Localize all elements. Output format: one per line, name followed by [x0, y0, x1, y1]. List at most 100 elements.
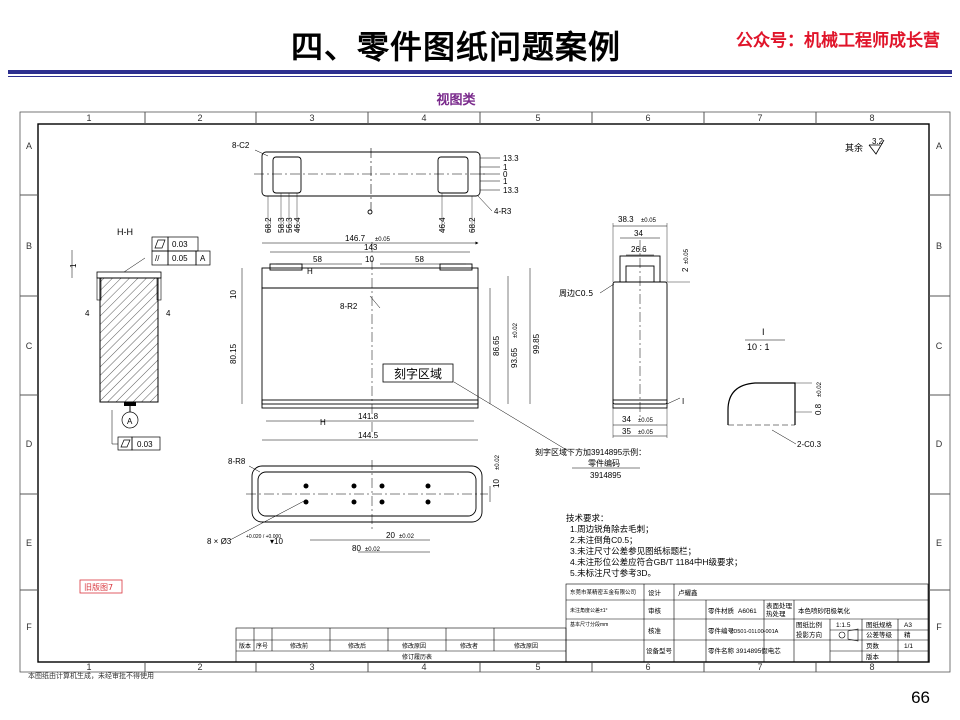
dim-text: 34	[634, 229, 643, 238]
size-value: A3	[904, 622, 912, 629]
grid-col-label: 1	[86, 113, 91, 123]
red-stamp: 旧版图7	[79, 579, 123, 594]
detail-scale: 10 : 1	[747, 342, 770, 352]
grid-row-label: F	[936, 622, 942, 632]
grid-row-label: F	[26, 622, 32, 632]
tb-label: 图纸规格	[866, 620, 893, 629]
dim-text: 68.2	[264, 217, 273, 233]
dim-text: 10	[365, 255, 374, 264]
bottom-view-dims: 8-R8 8 × Ø3 +0.020 / +0.000 ▾10 10 ±0.02…	[207, 454, 501, 553]
radius-label: 8-R2	[340, 302, 358, 311]
side-view-dims: 38.3 ±0.05 34 26.6 2 ±0.05 周边C0.5 34 ±0.…	[559, 215, 690, 436]
dim-text: 56.3	[285, 217, 294, 233]
grid-row-label: D	[26, 439, 33, 449]
designer-name: 卢耀鑫	[678, 588, 698, 597]
dim-text: 0.8	[814, 403, 823, 415]
tb-label: 版本	[866, 652, 880, 661]
revision-table-text: 版本 序号 修改前 修改后 修改原因 修改者 修改原因 修订履历表	[239, 642, 538, 661]
section-view: H-H 0.03 // 0.05 A A 0.03 4 4 1	[69, 227, 211, 451]
dim-text: 0	[503, 170, 508, 179]
datum-ref: A	[200, 254, 206, 263]
grid-row-label: C	[936, 341, 943, 351]
grid-col-label: 8	[869, 662, 874, 672]
grid-col-label: 1	[86, 662, 91, 672]
hole-tolerance: +0.020 / +0.000	[246, 534, 281, 540]
radius-label: 4-R3	[494, 207, 512, 216]
dim-text: 58.3	[277, 217, 286, 233]
grid-row-label: B	[26, 241, 32, 251]
engrave-note-line: 零件编码	[588, 458, 620, 468]
dim-text: 143	[364, 243, 378, 252]
title-rule-thin	[8, 76, 952, 77]
dim-text: 20	[386, 531, 395, 540]
section-title: H-H	[117, 227, 133, 237]
dim-text: 35	[622, 427, 631, 436]
hole	[379, 483, 385, 489]
rev-header: 修改者	[460, 642, 478, 650]
dim-text: 80.15	[229, 343, 238, 364]
roughness-label: 其余	[845, 142, 863, 154]
part-name: 3914895假电芯	[736, 646, 781, 655]
tb-label: 表面处理	[766, 601, 793, 610]
bottom-holes	[303, 483, 431, 505]
dim-text: 10	[229, 290, 238, 299]
dim-tolerance: ±0.05	[641, 218, 657, 224]
grid-col-label: 6	[645, 113, 650, 123]
engineering-drawing: 1 2 3 4 5 6 7 8 1 2 3 4 5 6 7 8 A B C D …	[0, 108, 960, 680]
material-value: A6061	[738, 608, 757, 615]
dim-text: 13.3	[503, 154, 519, 163]
top-view	[254, 148, 500, 232]
drawing-frame	[19, 111, 951, 673]
grid-col-label: 2	[197, 113, 202, 123]
hole	[425, 499, 431, 505]
stamp-text: 旧版图7	[84, 582, 113, 592]
grid-row-label: D	[936, 439, 943, 449]
grid-col-label: 4	[421, 113, 426, 123]
grid-col-label: 7	[757, 113, 762, 123]
grid-row-label: C	[26, 341, 33, 351]
dim-text: 1	[503, 163, 508, 172]
section-mark: H	[320, 418, 326, 427]
front-view	[241, 241, 571, 453]
dim-text: 46.4	[293, 217, 302, 233]
engrave-area-box: 刻字区域	[382, 363, 454, 383]
front-view-dims: 146.7 ±0.05 143 58 10 58 H H 8-R2 10 80.…	[229, 234, 541, 440]
tech-req-item: 4.未注形位公差应符合GB/T 1184中H级要求；	[570, 557, 743, 567]
rev-header: 修改后	[348, 642, 366, 650]
engrave-note: 刻字区域下方加3914895示例： 零件编码 3914895	[535, 447, 646, 480]
flatness-value-bottom: 0.03	[137, 440, 153, 449]
tb-label: 零件名称	[708, 646, 735, 655]
grid-row-label: A	[26, 141, 32, 151]
dim-text: 1	[69, 263, 78, 268]
grid-col-label: 3	[309, 662, 314, 672]
dim-text: 2	[681, 267, 690, 272]
dim-tolerance: ±0.05	[638, 430, 654, 436]
dim-text: 80	[352, 544, 361, 553]
tb-label: 页数	[866, 641, 880, 650]
grid-col-label: 3	[309, 113, 314, 123]
dim-text: 141.8	[358, 412, 379, 421]
grid-col-label: 6	[645, 662, 650, 672]
company-name: 东莞市某精密五金有限公司	[570, 588, 636, 596]
title-rule-thick	[8, 70, 952, 74]
detail-view: I 10 : 1 0.8 ±0.02 2-C0.3	[727, 327, 823, 449]
roughness-note: 其余 3.2	[845, 137, 885, 155]
dim-text: 4	[166, 309, 171, 318]
rev-header: 修改前	[290, 642, 308, 650]
tech-req-item: 1.周边锐角除去毛刺；	[570, 524, 654, 534]
rev-header: 修改原因	[402, 642, 426, 650]
tech-req-title: 技术要求：	[566, 513, 609, 523]
grid-col-label: 7	[757, 662, 762, 672]
footer-note: 本图纸由计算机生成，未经审批不得使用	[28, 671, 154, 680]
dim-text: 58	[415, 255, 424, 264]
hole	[351, 499, 357, 505]
grid-col-label: 8	[869, 113, 874, 123]
dim-text: 86.65	[492, 335, 501, 356]
hole	[303, 483, 309, 489]
scale-value: 1:1.5	[836, 622, 851, 629]
tb-label: 热处理	[766, 609, 786, 618]
technical-requirements: 技术要求： 1.周边锐角除去毛刺； 2.未注倒角C0.5； 3.未注尺寸公差参见…	[566, 513, 743, 578]
tech-req-item: 3.未注尺寸公差参见图纸标题栏；	[570, 546, 696, 556]
bottom-view	[229, 460, 491, 553]
title-block	[565, 583, 929, 663]
